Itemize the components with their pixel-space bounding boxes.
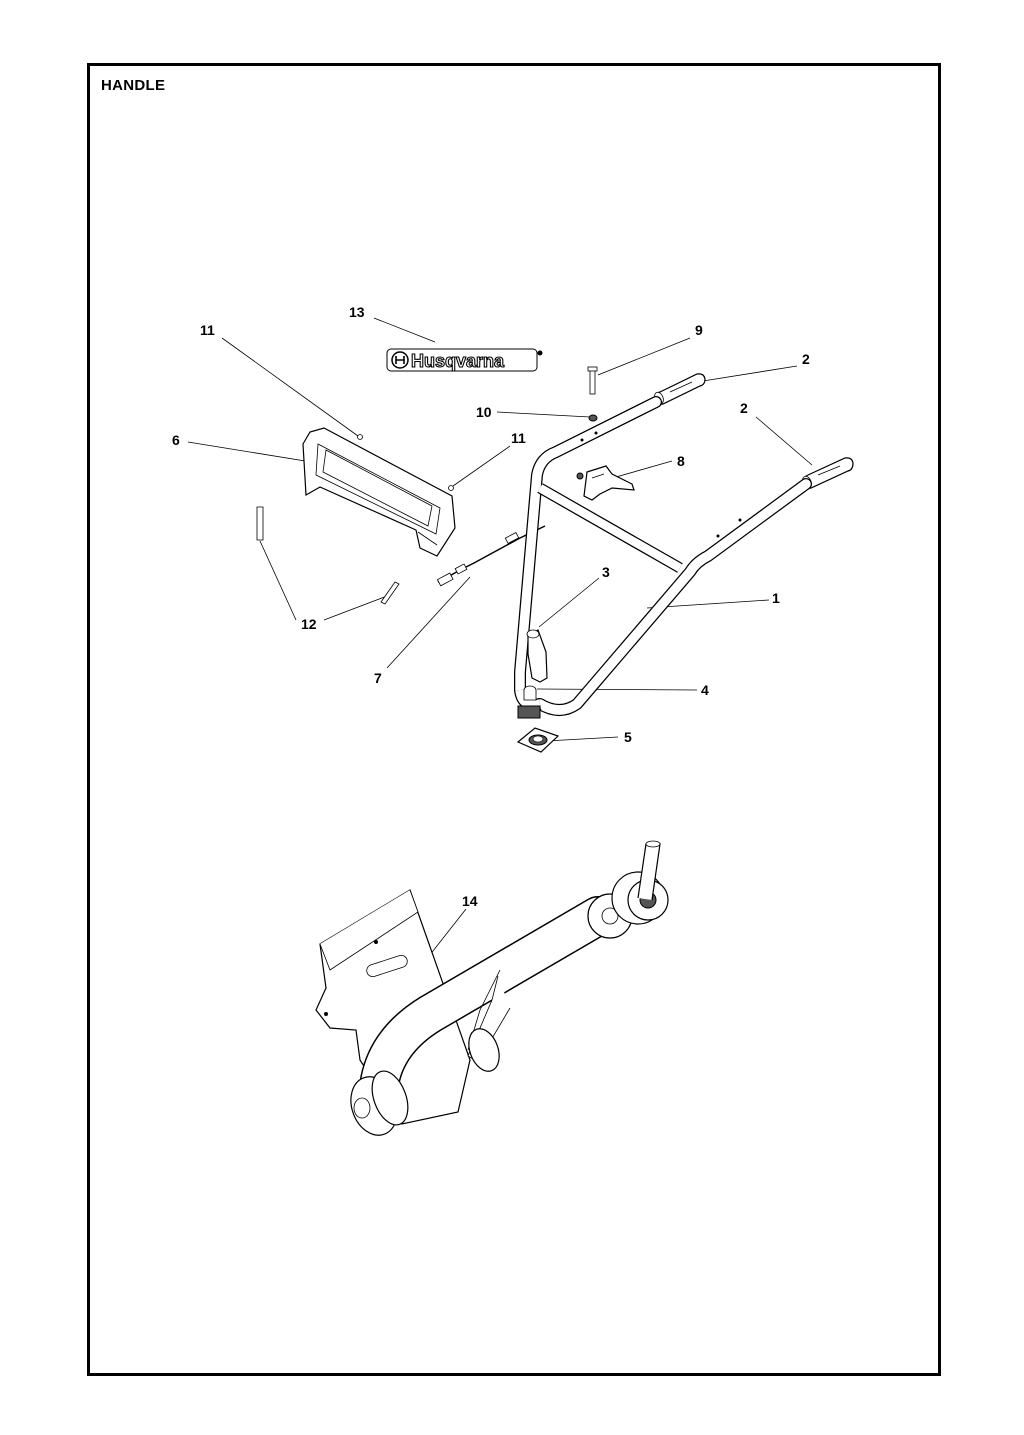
callout-13: 13 (349, 304, 365, 320)
leader-lines (187, 317, 813, 971)
callout-14: 14 (462, 893, 478, 909)
callout-8: 8 (677, 453, 685, 469)
throttle-cable (436, 525, 546, 587)
locking-knob (526, 629, 548, 683)
decal-short (380, 581, 400, 605)
throttle-lever (576, 465, 635, 501)
callout-1: 1 (772, 590, 780, 606)
handle-frame (514, 396, 812, 716)
handle-cover (302, 427, 456, 557)
nut-10 (588, 414, 598, 422)
callout-2-lower: 2 (740, 400, 748, 416)
page-title: HANDLE (101, 77, 166, 94)
husqvarna-logo: Husqvarna (386, 348, 543, 372)
callout-7: 7 (374, 670, 382, 686)
callout-12: 12 (301, 616, 317, 632)
callout-labels: 13 11 9 2 10 2 6 11 8 3 1 12 7 4 5 14 (172, 304, 810, 909)
bolt-4 (517, 685, 541, 719)
page-frame (87, 63, 941, 1376)
mounting-bracket (516, 727, 560, 753)
pin-9 (587, 366, 598, 395)
callout-5: 5 (624, 729, 632, 745)
screw-11a (357, 434, 363, 440)
screw-11b (448, 485, 454, 491)
callout-6: 6 (172, 432, 180, 448)
callout-11-lower: 11 (511, 430, 526, 446)
handle-assembly-14 (315, 840, 669, 1136)
callout-11-upper: 11 (200, 322, 215, 338)
logo-wordmark: Husqvarna (411, 351, 505, 371)
decal-long (256, 506, 264, 541)
callout-3: 3 (602, 564, 610, 580)
callout-2-upper: 2 (802, 351, 810, 367)
callout-9: 9 (695, 322, 703, 338)
callout-10: 10 (476, 404, 492, 420)
callout-4: 4 (701, 682, 709, 698)
